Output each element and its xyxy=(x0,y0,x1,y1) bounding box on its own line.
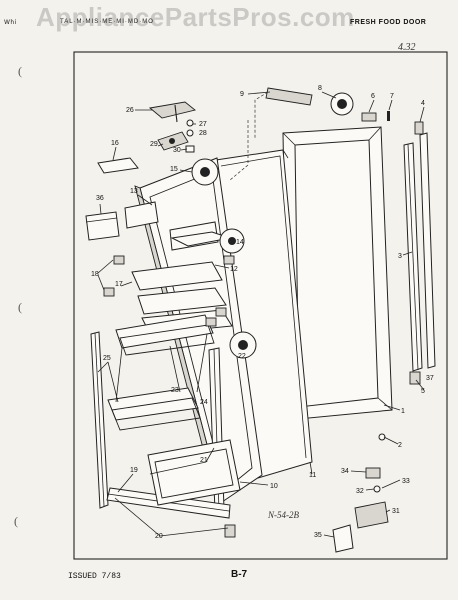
callout-5: 5 xyxy=(421,388,425,395)
header-glyph: Whi xyxy=(4,19,17,26)
header-model-codes: TAL·M·MIS·ME·MI·MD·MO xyxy=(60,19,154,25)
hinge-pin xyxy=(265,87,354,116)
shelf-clips xyxy=(103,255,235,327)
callout-28: 28 xyxy=(199,130,207,137)
page-mark: 4.32 xyxy=(398,42,416,53)
watermark: AppliancePartsPros.com xyxy=(36,2,355,32)
door-bins-lower xyxy=(107,314,215,431)
callout-35: 35 xyxy=(314,532,322,539)
callout-13: 13 xyxy=(130,188,138,195)
dairy-compartment xyxy=(124,201,232,251)
page-number: B-7 xyxy=(231,569,248,580)
callout-8: 8 xyxy=(318,85,322,92)
binding-mark-bottom: ( xyxy=(14,514,18,528)
door-bottom-bin xyxy=(147,439,241,506)
top-hinge xyxy=(148,101,196,137)
callout-36: 36 xyxy=(96,195,104,202)
callout-16: 16 xyxy=(111,140,119,147)
part-6 xyxy=(361,112,377,122)
callout-30: 30 xyxy=(173,147,181,154)
callout-33: 33 xyxy=(402,478,410,485)
callout-37: 37 xyxy=(426,375,434,382)
callout-19: 19 xyxy=(130,467,138,474)
callout-12: 12 xyxy=(230,266,238,273)
callout-25: 25 xyxy=(103,355,111,362)
callout-9: 9 xyxy=(240,91,244,98)
callout-14: 14 xyxy=(236,239,244,246)
callout-32: 32 xyxy=(356,488,364,495)
callout-31: 31 xyxy=(392,508,400,515)
callout-23: 23 xyxy=(171,387,179,394)
binding-mark-top: ( xyxy=(18,64,22,78)
callout-29: 29 xyxy=(150,141,158,148)
callout-34: 34 xyxy=(341,468,349,475)
callout-24: 24 xyxy=(200,399,208,406)
callout-21: 21 xyxy=(200,457,208,464)
callout-labels: 1 2 3 4 5 6 7 8 9 10 11 12 13 14 15 16 1… xyxy=(91,85,434,540)
door-strip xyxy=(403,132,436,372)
detail-14 xyxy=(219,228,245,254)
callout-10: 10 xyxy=(270,483,278,490)
callout-6: 6 xyxy=(371,93,375,100)
binding-mark-middle: ( xyxy=(18,300,22,314)
detail-22 xyxy=(229,331,257,359)
door-stop xyxy=(414,121,424,135)
callout-1: 1 xyxy=(401,408,405,415)
butter-bin xyxy=(85,211,120,241)
side-rail-left xyxy=(90,331,109,509)
callout-17: 17 xyxy=(115,281,123,288)
issue-date: ISSUED 7/83 xyxy=(68,572,121,581)
detail-15 xyxy=(191,158,219,186)
callout-15: 15 xyxy=(170,166,178,173)
callout-18: 18 xyxy=(91,271,99,278)
part-7 xyxy=(387,111,390,121)
diagram-frame xyxy=(73,51,448,560)
callout-4: 4 xyxy=(421,100,425,107)
leader-lines xyxy=(97,91,425,538)
section-title: FRESH FOOD DOOR xyxy=(350,19,427,26)
callout-22: 22 xyxy=(238,353,246,360)
handwritten-note: N-54-2B xyxy=(268,510,299,520)
callout-7: 7 xyxy=(390,93,394,100)
callout-2: 2 xyxy=(398,442,402,449)
callout-20: 20 xyxy=(155,533,163,540)
callout-3: 3 xyxy=(398,253,402,260)
bottom-hinge xyxy=(224,371,421,553)
handle-trim xyxy=(97,157,139,174)
callout-27: 27 xyxy=(199,121,207,128)
callout-11: 11 xyxy=(309,472,316,479)
hinge-bracket xyxy=(157,131,195,153)
callout-26: 26 xyxy=(126,107,134,114)
